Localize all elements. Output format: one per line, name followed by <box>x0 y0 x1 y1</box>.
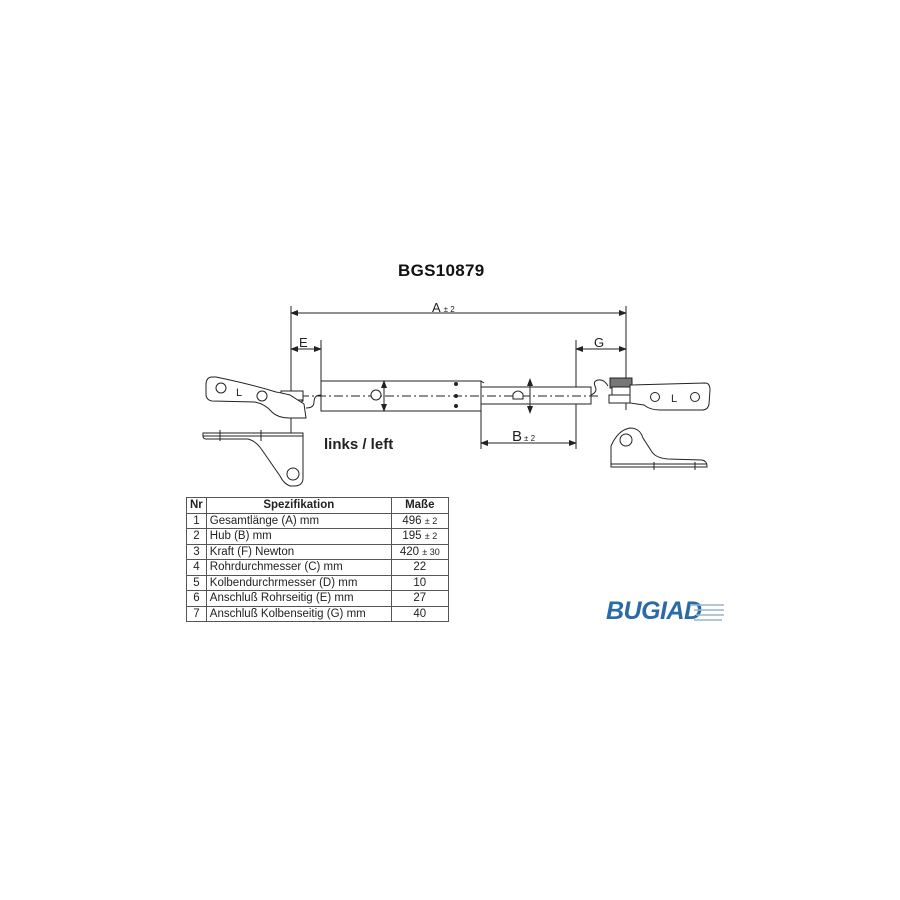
row-spec: Anschluß Rohrseitig (E) mm <box>205 590 392 607</box>
row-nr: 3 <box>186 543 207 560</box>
row-value: 27 <box>390 590 449 607</box>
table-row: 1 Gesamtlänge (A) mm 496 ± 2 <box>186 512 449 529</box>
row-spec: Hub (B) mm <box>205 528 392 545</box>
row-value: 22 <box>390 559 449 576</box>
row-nr: 7 <box>186 605 207 622</box>
dim-label-g: G <box>594 335 604 350</box>
dim-label-e: E <box>299 335 308 350</box>
row-nr: 5 <box>186 574 207 591</box>
row-spec: Kolbendurchrmesser (D) mm <box>205 574 392 591</box>
part-number-title: BGS10879 <box>398 261 485 280</box>
right-bracket-side-view <box>610 427 708 468</box>
header-spec: Spezifikation <box>205 497 392 514</box>
right-bracket-top-view <box>629 382 711 411</box>
table-row: 4 Rohrdurchmesser (C) mm 22 <box>186 559 449 576</box>
table-row: 2 Hub (B) mm 195 ± 2 <box>186 528 449 545</box>
table-row: 3 Kraft (F) Newton 420 ± 30 <box>186 543 449 560</box>
row-value: 10 <box>390 574 449 591</box>
table-row: 6 Anschluß Rohrseitig (E) mm 27 <box>186 590 449 607</box>
table-row: 5 Kolbendurchrmesser (D) mm 10 <box>186 574 449 591</box>
bugiad-logo: BUGIAD <box>606 597 702 625</box>
dim-label-b: B± 2 <box>512 428 536 445</box>
row-nr: 6 <box>186 590 207 607</box>
row-spec: Gesamtlänge (A) mm <box>205 512 392 529</box>
row-spec: Kraft (F) Newton <box>205 543 392 560</box>
header-nr: Nr <box>186 497 207 514</box>
row-value: 195 ± 2 <box>390 528 449 545</box>
row-nr: 1 <box>186 512 207 529</box>
left-bracket-side-view <box>202 432 304 487</box>
table-row: 7 Anschluß Kolbenseitig (G) mm 40 <box>186 605 449 622</box>
logo-speed-lines-icon <box>690 604 724 621</box>
row-nr: 2 <box>186 528 207 545</box>
row-spec: Rohrdurchmesser (C) mm <box>205 559 392 576</box>
side-label: links / left <box>324 436 394 453</box>
row-nr: 4 <box>186 559 207 576</box>
header-value: Maße <box>390 497 449 514</box>
row-value: 420 ± 30 <box>390 543 449 560</box>
bracket-mark-left: L <box>236 387 242 399</box>
table-header-row: Nr Spezifikation Maße <box>186 497 449 514</box>
row-value: 496 ± 2 <box>390 512 449 529</box>
row-spec: Anschluß Kolbenseitig (G) mm <box>205 605 392 622</box>
row-value: 40 <box>390 605 449 622</box>
specification-table: Nr Spezifikation Maße 1 Gesamtlänge (A) … <box>186 497 449 622</box>
bracket-mark-right: L <box>671 393 677 405</box>
left-bracket-top-view <box>205 376 307 419</box>
dim-label-a: A± 2 <box>432 300 455 315</box>
